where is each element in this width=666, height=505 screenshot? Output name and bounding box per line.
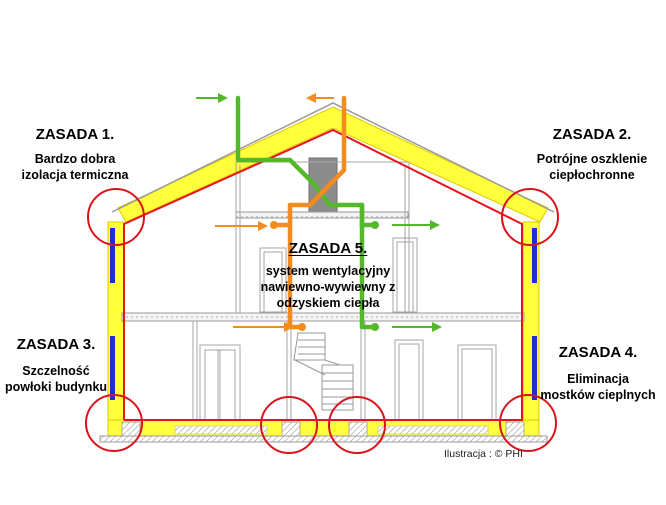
principle-2-text: Potrójne oszklenie ciepłochronne <box>536 152 648 182</box>
roof-outline <box>111 102 555 213</box>
principle-3-label: ZASADA 3. Szczelność powłoki budynku <box>0 336 112 395</box>
roof-insulation <box>117 106 549 223</box>
exhaust-outlet-upper <box>371 221 379 229</box>
bridge-circle-base-right <box>499 394 557 452</box>
interior-walls <box>192 161 497 421</box>
principle-1-label: ZASADA 1. Bardzo dobra izolacja termiczn… <box>5 126 145 183</box>
attic-floor <box>235 211 409 219</box>
principle-2-title: ZASADA 2. <box>552 126 632 143</box>
bridge-circle-base-mid-right <box>328 396 386 454</box>
bridge-circle-base-left <box>85 394 143 452</box>
right-window-upper <box>532 228 537 283</box>
supply-inlet-upper <box>270 221 278 229</box>
right-window-lower <box>532 336 537 400</box>
principle-3-text: Szczelność powłoki budynku <box>4 364 108 394</box>
principle-4-text: Eliminacja mostków cieplnych <box>540 372 656 402</box>
principle-4-label: ZASADA 4. Eliminacja mostków cieplnych <box>530 344 666 403</box>
bridge-circle-base-mid-left <box>260 396 318 454</box>
bridge-circle-eave-left <box>87 188 145 246</box>
thermal-bridge-markers <box>85 188 559 454</box>
supply-inlet-lower <box>298 323 306 331</box>
principle-1-title: ZASADA 1. <box>35 126 115 143</box>
principle-4-title: ZASADA 4. <box>558 344 638 361</box>
exhaust-duct <box>235 95 375 330</box>
principle-5-text: system wentylacyjny nawiewno-wywiewny z … <box>260 264 396 310</box>
intermediate-floor-slab <box>121 312 525 322</box>
staircase <box>293 332 354 411</box>
principle-5-title: ZASADA 5. <box>288 240 368 257</box>
left-window-lower <box>110 336 115 400</box>
principle-2-label: ZASADA 2. Potrójne oszklenie ciepłochron… <box>522 126 662 183</box>
exhaust-outlet-lower <box>371 323 379 331</box>
illustration-credit: Ilustracja : © PHI <box>444 448 523 460</box>
bridge-circle-eave-right <box>501 188 559 246</box>
principle-3-title: ZASADA 3. <box>16 336 96 353</box>
principle-5-label: ZASADA 5. system wentylacyjny nawiewno-w… <box>246 240 410 311</box>
principle-1-text: Bardzo dobra izolacja termiczna <box>21 152 129 182</box>
left-window-upper <box>110 228 115 283</box>
ground-line <box>99 435 548 443</box>
airtight-layer <box>123 128 523 421</box>
